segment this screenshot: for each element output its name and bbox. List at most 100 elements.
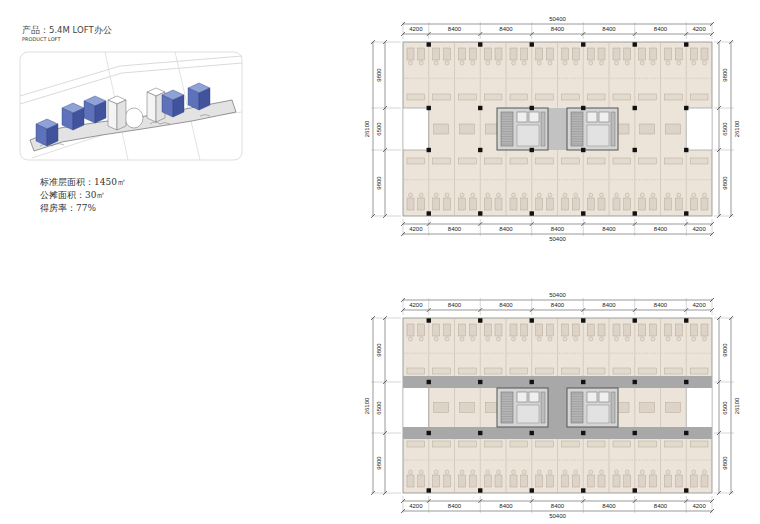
loft-edge — [662, 353, 686, 354]
column — [530, 148, 534, 152]
unit-partition — [531, 42, 532, 108]
dimension-line — [403, 310, 712, 311]
unit-partition — [531, 150, 532, 216]
unit-partition — [660, 42, 661, 108]
chair — [640, 193, 644, 197]
dimension-text: 6500 — [722, 401, 729, 414]
dimension-tick — [383, 316, 387, 320]
column — [427, 431, 431, 435]
desk — [433, 475, 440, 487]
chair — [574, 337, 578, 341]
stair-step — [571, 394, 583, 395]
stair-step — [501, 114, 513, 115]
column — [684, 211, 688, 215]
sofa — [665, 368, 683, 374]
extension-line — [634, 219, 635, 236]
chair — [419, 61, 423, 65]
column — [581, 106, 585, 110]
chair — [589, 337, 593, 341]
site-ground — [20, 52, 242, 160]
chair — [574, 470, 578, 474]
service-room — [517, 405, 539, 423]
dimension-text: 8400 — [654, 302, 667, 309]
stair-step — [571, 409, 583, 410]
chair — [419, 193, 423, 197]
desk — [701, 48, 708, 60]
dimension-tick — [383, 491, 387, 495]
stair-step — [501, 401, 513, 402]
dimension-text: 8400 — [448, 302, 461, 309]
dimension-text: 9800 — [722, 68, 729, 81]
dimension-tick — [383, 214, 387, 218]
dimension-line — [731, 318, 732, 493]
chair — [445, 61, 449, 65]
chair — [460, 61, 464, 65]
chair — [434, 337, 438, 341]
sofa — [484, 368, 502, 374]
dimension-line — [385, 42, 386, 216]
elevator — [529, 112, 539, 122]
dimension-text: 8400 — [448, 26, 461, 33]
dimension-line — [403, 300, 712, 301]
slab-edge — [686, 108, 687, 150]
unit-partition — [506, 433, 507, 493]
dimension-line — [373, 318, 374, 493]
unit-partition — [686, 433, 687, 493]
shaft — [541, 112, 545, 146]
extension-line — [371, 216, 401, 217]
loft-edge — [584, 353, 608, 354]
desk — [666, 124, 681, 134]
shaft — [611, 392, 615, 423]
stair-step — [501, 116, 513, 117]
dimension-tick — [478, 222, 482, 226]
column — [478, 148, 482, 152]
sofa — [510, 158, 528, 164]
white-tower — [108, 96, 126, 130]
desk — [418, 198, 425, 210]
desk — [613, 324, 620, 336]
desk — [434, 124, 449, 134]
desk — [495, 48, 502, 60]
column — [633, 42, 637, 46]
loft-edge — [687, 78, 711, 79]
dimension-tick — [383, 106, 387, 110]
column — [633, 106, 637, 110]
stair-step — [501, 126, 513, 127]
column — [684, 42, 688, 46]
area-note: 标准层面积：1450㎡ — [40, 178, 126, 188]
chair — [703, 337, 707, 341]
extension-line — [480, 298, 481, 315]
chair — [677, 61, 681, 65]
loft-edge — [559, 78, 583, 79]
desk — [469, 324, 476, 336]
extension-line — [371, 108, 401, 109]
chair — [666, 193, 670, 197]
desk — [460, 403, 475, 413]
sofa — [484, 441, 502, 447]
dimension-tick — [478, 499, 482, 503]
dimension-text: 8400 — [551, 226, 564, 233]
extension-line — [531, 22, 532, 39]
dimension-text: 8400 — [499, 503, 512, 510]
desk — [624, 198, 631, 210]
sofa — [562, 441, 580, 447]
desk — [624, 475, 631, 487]
floor-slab — [403, 318, 712, 493]
extension-line — [686, 496, 687, 513]
chair — [512, 337, 516, 341]
extension-line — [371, 493, 401, 494]
unit-partition — [634, 42, 635, 108]
dimension-text: 8400 — [499, 302, 512, 309]
desk — [690, 324, 697, 336]
desk — [536, 324, 543, 336]
desk — [562, 475, 569, 487]
chair — [692, 337, 696, 341]
road-line — [105, 52, 128, 160]
unit-partition — [609, 42, 610, 108]
desk — [407, 475, 414, 487]
chair — [666, 61, 670, 65]
sofa — [484, 158, 502, 164]
chair — [600, 337, 604, 341]
dimension-text: 4200 — [409, 503, 422, 510]
dimension-line — [403, 511, 712, 512]
